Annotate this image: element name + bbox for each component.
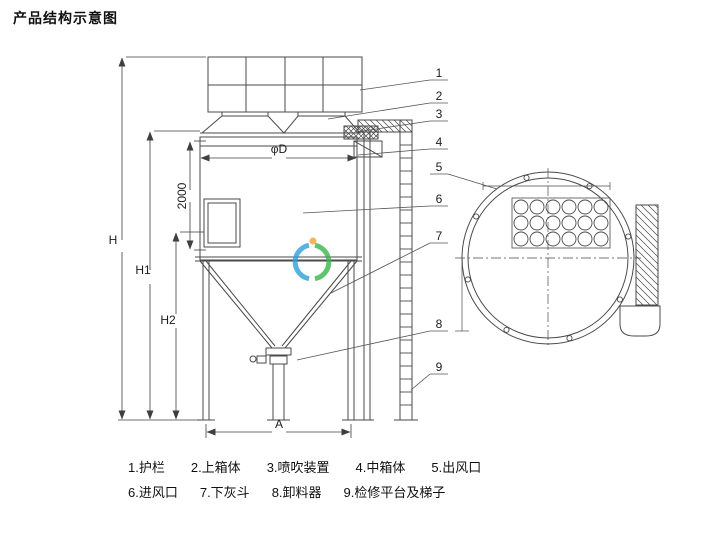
watermark-logo	[292, 237, 332, 282]
bag-bundle-frame	[511, 197, 611, 249]
filter-bag-grid	[513, 199, 609, 247]
legend-item-9: 9.检修平台及梯子	[343, 485, 446, 500]
dim-label-bag-length: 2000	[175, 182, 189, 209]
legend-item-7: 7.下灰斗	[199, 485, 250, 500]
callout-9: 9	[436, 360, 443, 374]
support-legs	[197, 261, 360, 421]
topview-platform	[635, 204, 659, 306]
callout-4: 4	[436, 135, 443, 149]
legend-item-2: 2.上箱体	[190, 460, 241, 475]
callout-1: 1	[436, 66, 443, 80]
callout-5: 5	[436, 160, 443, 174]
legend-item-1: 1.护栏	[128, 460, 165, 475]
legend-item-8: 8.卸料器	[271, 485, 322, 500]
callout-7: 7	[436, 229, 443, 243]
dimension-labels: H H1 H2 2000 φD A	[109, 142, 288, 431]
legend-row-1: 1.护栏 2.上箱体 3.喷吹装置 4.中箱体 5.出风口	[128, 454, 481, 479]
top-view	[455, 168, 661, 348]
callout-3: 3	[436, 107, 443, 121]
dim-label-H: H	[109, 233, 118, 247]
callout-2: 2	[436, 89, 443, 103]
watermark-orange-dot	[309, 237, 317, 245]
legend: 1.护栏 2.上箱体 3.喷吹装置 4.中箱体 5.出风口 6.进风口 7.下灰…	[128, 454, 481, 504]
front-view	[195, 56, 418, 421]
watermark-green-arc	[314, 242, 332, 282]
topview-outlet	[619, 305, 661, 337]
legend-item-4: 4.中箱体	[355, 460, 406, 475]
callout-8: 8	[436, 317, 443, 331]
legend-row-2: 6.进风口 7.下灰斗 8.卸料器 9.检修平台及梯子	[128, 479, 481, 504]
discharge-valve	[249, 347, 292, 421]
page-title: 产品结构示意图	[13, 10, 118, 26]
legend-item-3: 3.喷吹装置	[266, 460, 330, 475]
outlet-duct	[353, 140, 383, 158]
dim-label-diameter: φD	[271, 142, 288, 156]
dim-label-H1: H1	[135, 263, 151, 277]
service-platform-ladder	[357, 119, 418, 421]
callout-6: 6	[436, 192, 443, 206]
dim-label-H2: H2	[160, 313, 176, 327]
callout-numbers: 1 2 3 4 5 6 7 8 9	[436, 66, 443, 374]
bolt-holes	[464, 174, 632, 342]
hopper	[195, 256, 362, 349]
upper-box	[200, 115, 362, 134]
callout-leaders	[296, 79, 498, 391]
topview-reference-lines	[455, 182, 611, 332]
middle-box	[199, 136, 358, 261]
dim-label-A: A	[275, 417, 283, 431]
legend-item-5: 5.出风口	[431, 460, 482, 475]
dimensions	[118, 56, 357, 438]
watermark-blue-arc	[292, 242, 310, 282]
legend-item-6: 6.进风口	[128, 485, 178, 500]
guardrail	[207, 56, 363, 116]
access-door	[203, 198, 241, 248]
center-lines	[455, 168, 641, 348]
